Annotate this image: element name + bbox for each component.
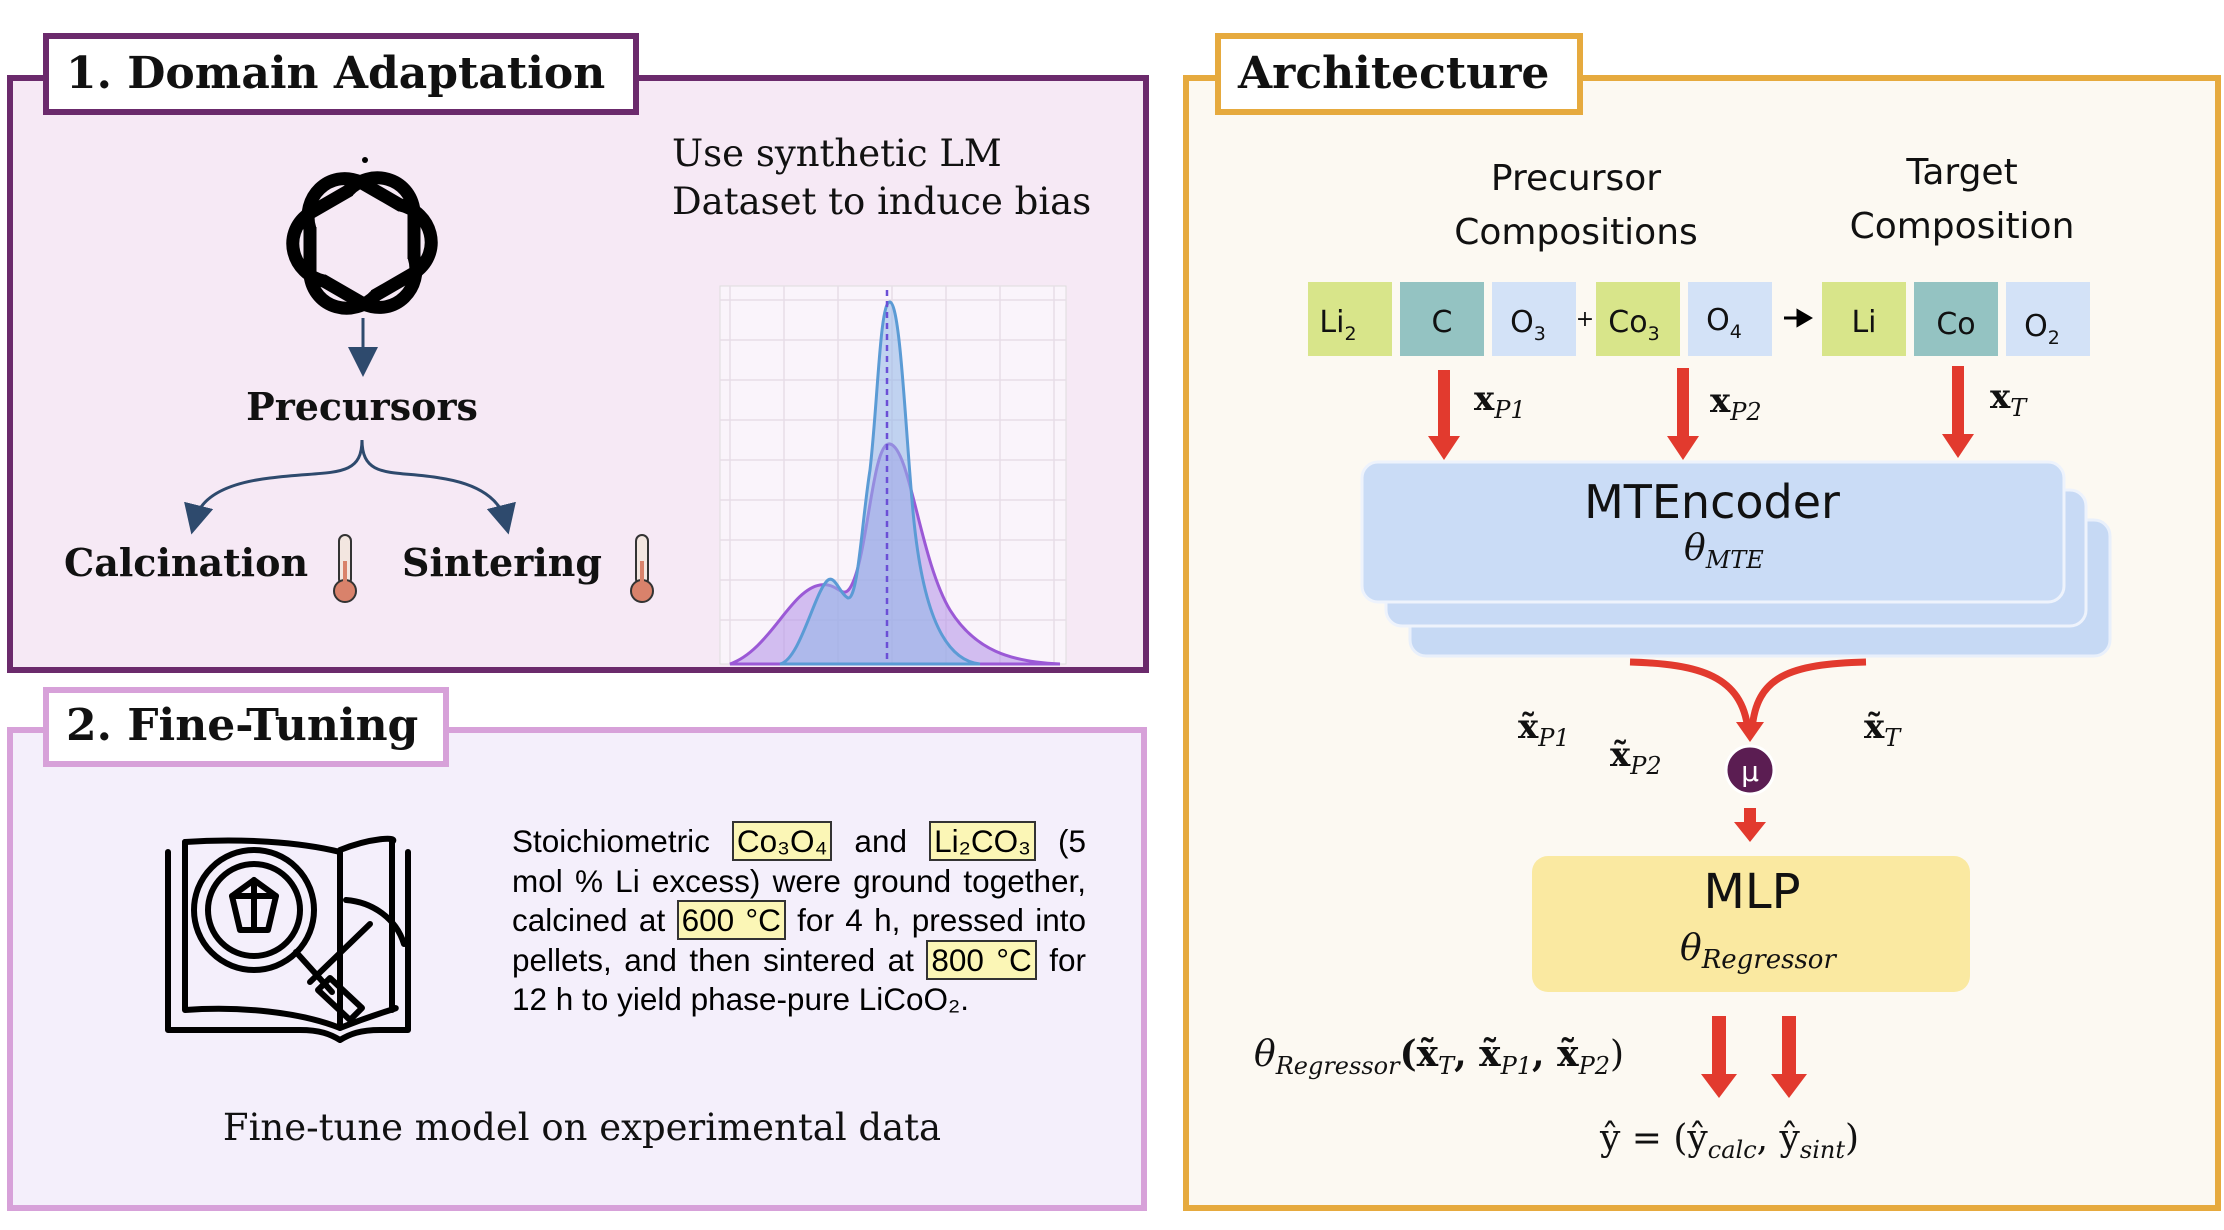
pool-arrow-left <box>1629 658 1752 731</box>
token-c <box>1400 282 1484 356</box>
panel1-title: 1. Domain Adaptation <box>66 48 605 99</box>
svg-text:Li: Li <box>1851 305 1876 340</box>
output-formula: ŷ = (ŷcalc, ŷsint) <box>1599 1118 1859 1164</box>
xt-p1-label: x̃P1 <box>1518 707 1570 752</box>
pool-arrow-right <box>1748 658 1867 731</box>
target-header-line1: Target <box>1905 152 2017 193</box>
branch-left-arrow <box>184 439 364 535</box>
kde-plot <box>719 285 1067 666</box>
highlight-calcination-temp: 600 °C <box>676 900 786 940</box>
arch-title-box <box>1215 33 1583 115</box>
calcination-label: Calcination <box>64 540 308 585</box>
panel2-title-box <box>43 687 449 767</box>
kde-blue-curve <box>779 300 981 666</box>
encoder-name: MTEncoder <box>1584 475 1840 529</box>
panel2-caption: Fine-tune model on experimental data <box>223 1106 941 1149</box>
highlight-sintering-temp: 800 °C <box>926 939 1037 980</box>
svg-text:Co3: Co3 <box>1608 305 1659 345</box>
target-header-line2: Composition <box>1850 206 2075 247</box>
svg-text:O4: O4 <box>1706 303 1742 343</box>
token-co3 <box>1596 282 1680 356</box>
sintering-label: Sintering <box>402 540 602 585</box>
token-co <box>1914 282 1998 356</box>
arrow-p1-icon <box>1428 370 1460 460</box>
precursors-label: Precursors <box>246 384 478 429</box>
xt-p2-label: x̃P2 <box>1610 735 1662 780</box>
svg-text:O3: O3 <box>1510 305 1546 345</box>
svg-text:O2: O2 <box>2024 309 2060 349</box>
book-search-pickaxe-icon <box>165 157 411 1043</box>
output-arrow-calc-icon <box>1701 1016 1737 1098</box>
thermometer-icon <box>630 534 654 603</box>
precursor-header-line2: Compositions <box>1454 212 1698 253</box>
branch-right-arrow <box>360 439 516 535</box>
mlp-name: MLP <box>1703 864 1800 920</box>
token-li <box>1822 282 1906 356</box>
svg-text:Li2: Li2 <box>1319 305 1356 345</box>
precursor-header-line1: Precursor <box>1491 158 1661 199</box>
token-li2 <box>1308 282 1392 356</box>
mu-to-mlp-arrow-icon <box>1734 808 1766 842</box>
highlight-co3o4: Co₃O₄ <box>731 821 833 861</box>
arrow-t-icon <box>1942 366 1974 458</box>
mu-label: μ <box>1741 755 1759 788</box>
token-o4 <box>1688 282 1772 356</box>
xt-t-label: x̃T <box>1864 707 1902 752</box>
token-o3 <box>1492 282 1576 356</box>
regressor-formula: θRegressor(x̃T, x̃P1, x̃P2) <box>1254 1033 1624 1080</box>
panel2-title: 2. Fine-Tuning <box>66 700 418 751</box>
arrow-p2-icon <box>1667 368 1699 460</box>
x-t-label: xT <box>1990 377 2028 422</box>
encoder-box <box>1360 460 2066 604</box>
synthesis-paragraph: Stoichiometric Co₃O₄ and Li₂CO₃ (5 mol %… <box>512 821 1087 1017</box>
reaction-arrow-icon <box>1784 308 1813 328</box>
token-plus: + <box>1576 307 1594 332</box>
x-p2-label: xP2 <box>1710 381 1762 426</box>
encoder-theta: θMTE <box>1684 528 1764 574</box>
pool-arrowhead-icon <box>1736 722 1764 742</box>
panel1-caption-line2: Dataset to induce bias <box>672 180 1091 223</box>
arch-title: Architecture <box>1237 48 1549 99</box>
token-o2 <box>2006 282 2090 356</box>
panel1-caption-line1: Use synthetic LM <box>672 132 1002 175</box>
llm-logo-icon <box>280 165 445 320</box>
x-p1-label: xP1 <box>1474 379 1526 424</box>
output-arrow-sint-icon <box>1771 1016 1807 1098</box>
mean-pool-node <box>1724 744 1776 796</box>
panel1-title-box <box>43 33 639 115</box>
highlight-li2co3: Li₂CO₃ <box>929 821 1036 861</box>
thermometer-icon <box>333 534 357 603</box>
mlp-theta: θRegressor <box>1680 928 1837 975</box>
svg-text:Co: Co <box>1936 307 1975 342</box>
svg-text:C: C <box>1432 305 1453 340</box>
mlp-box <box>1532 856 1970 992</box>
